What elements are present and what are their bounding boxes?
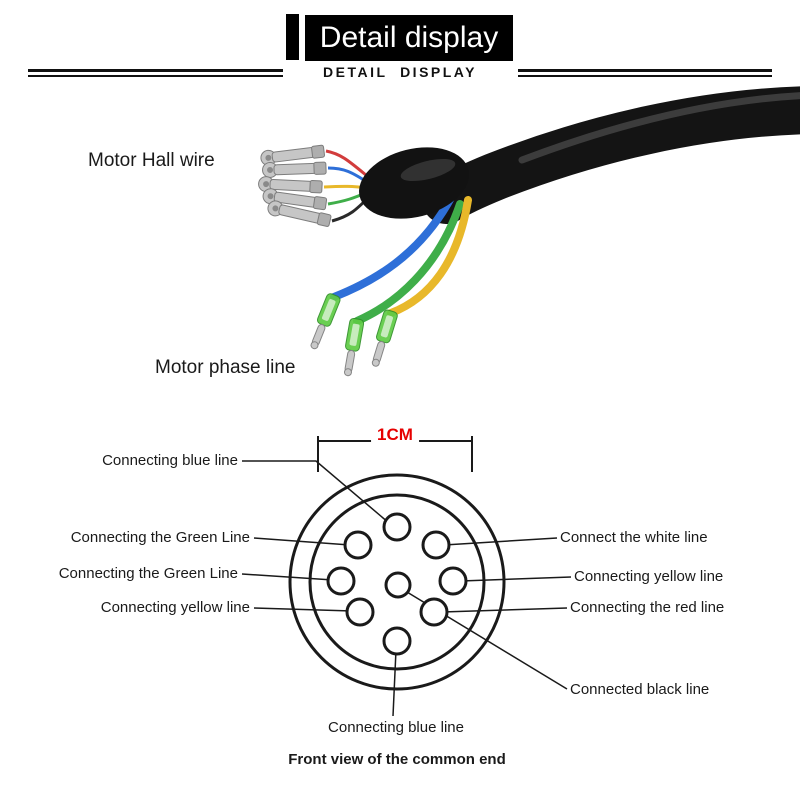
pin-holes [326,512,468,656]
label-connecting-green-line-1: Connecting the Green Line [70,529,250,546]
label-connecting-blue-line-bottom: Connecting blue line [328,719,464,736]
label-connecting-yellow-line-right: Connecting yellow line [574,568,724,585]
label-connecting-green-line-2: Connecting the Green Line [58,565,238,582]
pin-hole-top [382,512,412,542]
bullet-connector [310,293,341,350]
cable-sheen [518,92,800,164]
phase-wire-green [353,200,464,325]
hall-terminal [262,161,327,178]
decorative-rule-right [518,69,772,77]
rubber-boot [359,147,469,219]
label-connected-black-line: Connected black line [570,681,710,698]
motor-phase-line-label: Motor phase line [155,357,296,378]
pin-hole-bottom [382,626,412,656]
label-line-lower-right [441,607,568,613]
decorative-rule-left [28,69,283,77]
label-line-upper-right [443,537,558,546]
inner-circle [308,493,486,671]
pin-hole-center [384,571,412,599]
label-line-mid-right [460,576,572,582]
motor-hall-wire-label: Motor Hall wire [88,150,215,171]
pin-hole-left [326,566,356,596]
phase-wire-blue [330,192,456,301]
bullet-connector [371,309,398,367]
main-cable [422,86,800,224]
pin-hole-right [438,566,468,596]
hall-terminal [262,188,328,211]
connector-diagram-drawing [241,436,572,717]
measurement-label: 1CM [371,425,419,445]
label-connecting-red-line: Connecting the red line [570,599,725,616]
hall-terminal [260,144,326,166]
pin-hole-lower-right [419,597,449,627]
hall-terminal [267,200,332,227]
label-line-upper-left [253,537,351,546]
label-line-lower-left [253,607,353,612]
label-connect-white-line: Connect the white line [560,529,708,546]
label-connecting-blue-line-top: Connecting blue line [102,452,238,469]
hall-terminal [258,176,323,194]
cable-photo [258,86,800,377]
pin-hole-upper-left [343,530,373,560]
diagram-caption: Front view of the common end [288,751,506,768]
label-lines [241,460,572,717]
title-accent-bar [286,14,299,60]
label-connecting-yellow-line-left: Connecting yellow line [100,599,250,616]
phase-wire-yellow [387,196,472,317]
bullet-connector [343,317,365,377]
pin-hole-upper-right [421,530,451,560]
label-line-top-left [242,460,390,524]
label-line-bottom [392,649,397,717]
pin-hole-lower-left [345,597,375,627]
title-banner: Detail display [305,15,513,61]
page-title: Detail display [319,21,499,54]
label-line-mid-left [241,573,334,581]
page-subtitle: DETAIL DISPLAY [323,64,477,80]
